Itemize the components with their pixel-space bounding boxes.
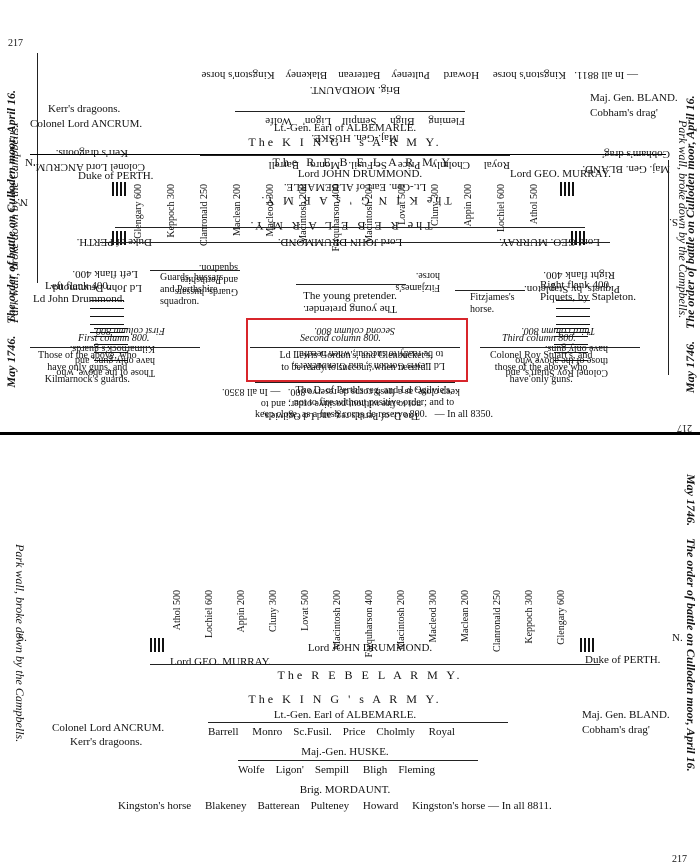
albemarle-top: Lt.-Gen. Earl of ALBEMARLE. (273, 122, 417, 134)
ancrum-bottom: Colonel Lord ANCRUM. (52, 722, 165, 734)
rebel-column-1: Keppoch 300 (166, 184, 177, 238)
rebel-column-7: Macintosh 200 (364, 184, 375, 244)
ancrum-top: Colonel Lord ANCRUM. (30, 118, 143, 130)
rebel-column-11: Lochiel 600 (496, 184, 507, 233)
page-number-bottom: 217 (672, 854, 687, 865)
compass-s-bottom: S. (18, 632, 27, 644)
kerr-bottom: Kerr's dragoons. (70, 736, 143, 748)
third-column-top: Third column 800. (502, 333, 576, 344)
rebel-column-9: Cluny 300 (430, 184, 441, 226)
rebel-drummond: Lord JOHN DRUMMOND. (307, 642, 433, 654)
page-number-top: 217 (8, 38, 23, 49)
second-regiments-bottom: Wolfe Ligon' Sempill Bligh Fleming (238, 764, 435, 776)
cobham-top: Cobham's drag' (590, 107, 658, 119)
page-top-readable: 217 May 1746. The order of battle on Cul… (0, 0, 700, 433)
first-column-top: First column 800. (78, 333, 150, 344)
mordaunt-bottom: Brig. MORDAUNT. (299, 784, 391, 796)
pretender-top: The young pretender. (303, 290, 397, 302)
rebel-column-10: Appin 200 (463, 184, 474, 227)
bland-top: Maj. Gen. BLAND. (590, 92, 678, 104)
drummond-top: Lord JOHN DRUMMOND. (297, 168, 423, 180)
rebel-column-12: Athol 500 (529, 184, 540, 225)
park-wall-top: Park wall, broke down by the Campbells. (676, 120, 690, 319)
perth-top: Duke of PERTH. (78, 170, 154, 182)
albemarle-bottom: Lt.-Gen. Earl of ALBEMARLE. (273, 709, 417, 721)
page-bottom: May 1746. The order of battle on Cullode… (0, 434, 700, 867)
compass-n-top: N. (25, 157, 36, 169)
rebel-column-3: Maclean 200 (232, 184, 243, 236)
right-flank-top: Right flank 400. (540, 279, 612, 291)
rebel-perth: Duke of PERTH. (585, 654, 661, 666)
kings-title-top: The K I N G ' s A R M Y. (248, 135, 442, 149)
compass-n-bottom: N. (672, 632, 683, 644)
rebel-column-5: Macintosh 200 (298, 184, 309, 244)
margin-title-bottom: May 1746. The order of battle on Cullode… (684, 474, 698, 772)
bland-bottom: Maj. Gen. BLAND. (582, 709, 670, 721)
rebel-column-2: Clanronald 250 (199, 184, 210, 246)
bottom-kings: The K I N G ' s A R M Y. Lt.-Gen. Earl o… (0, 434, 700, 867)
rebel-column-8: Lovat 500 (397, 184, 408, 225)
park-wall-note-bottom: Park wall, broke down by the Campbells. (13, 544, 27, 743)
highlight-box (246, 318, 468, 382)
murray-top: Lord GEO. MURRAY. (510, 168, 611, 180)
page-divider (0, 432, 700, 435)
rebel-column-0: Glengary 600 (133, 184, 144, 239)
cobham-bottom: Cobham's drag' (582, 724, 650, 736)
reserve-desc-top: The D. of Perth's reg. and Ld Ogilvie's,… (255, 385, 493, 420)
rebel-title-bottom: The R E B E L A R M Y. (277, 668, 463, 682)
left-flank-cmd-top: Ld John Drummond. (33, 293, 125, 305)
kerr-top: Kerr's dragoons. (48, 103, 121, 115)
rebel-column-4: Macleod 300 (265, 184, 276, 237)
margin-title-top: May 1746. The order of battle on Cullode… (4, 90, 18, 388)
rebel-murray: Lord GEO. MURRAY. (170, 656, 271, 668)
huske-bottom: Maj.-Gen. HUSKE. (301, 746, 389, 758)
left-flank-top: Left flank 400. (45, 280, 111, 292)
reserve-bottom: Kingston's horse Blakeney Batterean Pult… (118, 800, 552, 812)
second-desc-top[interactable]: Ld Lewis Gordon's, and Glenbucket's,to b… (279, 350, 433, 373)
rebel-title-top: The R E B E L A R M Y. (272, 155, 458, 169)
front-regiments-bottom: Barrell Monro Sc.Fusil. Price Cholmly Ro… (208, 726, 455, 738)
kings-title-bottom: The K I N G ' s A R M Y. (248, 692, 442, 706)
second-column-top: Second column 800. (300, 333, 381, 344)
